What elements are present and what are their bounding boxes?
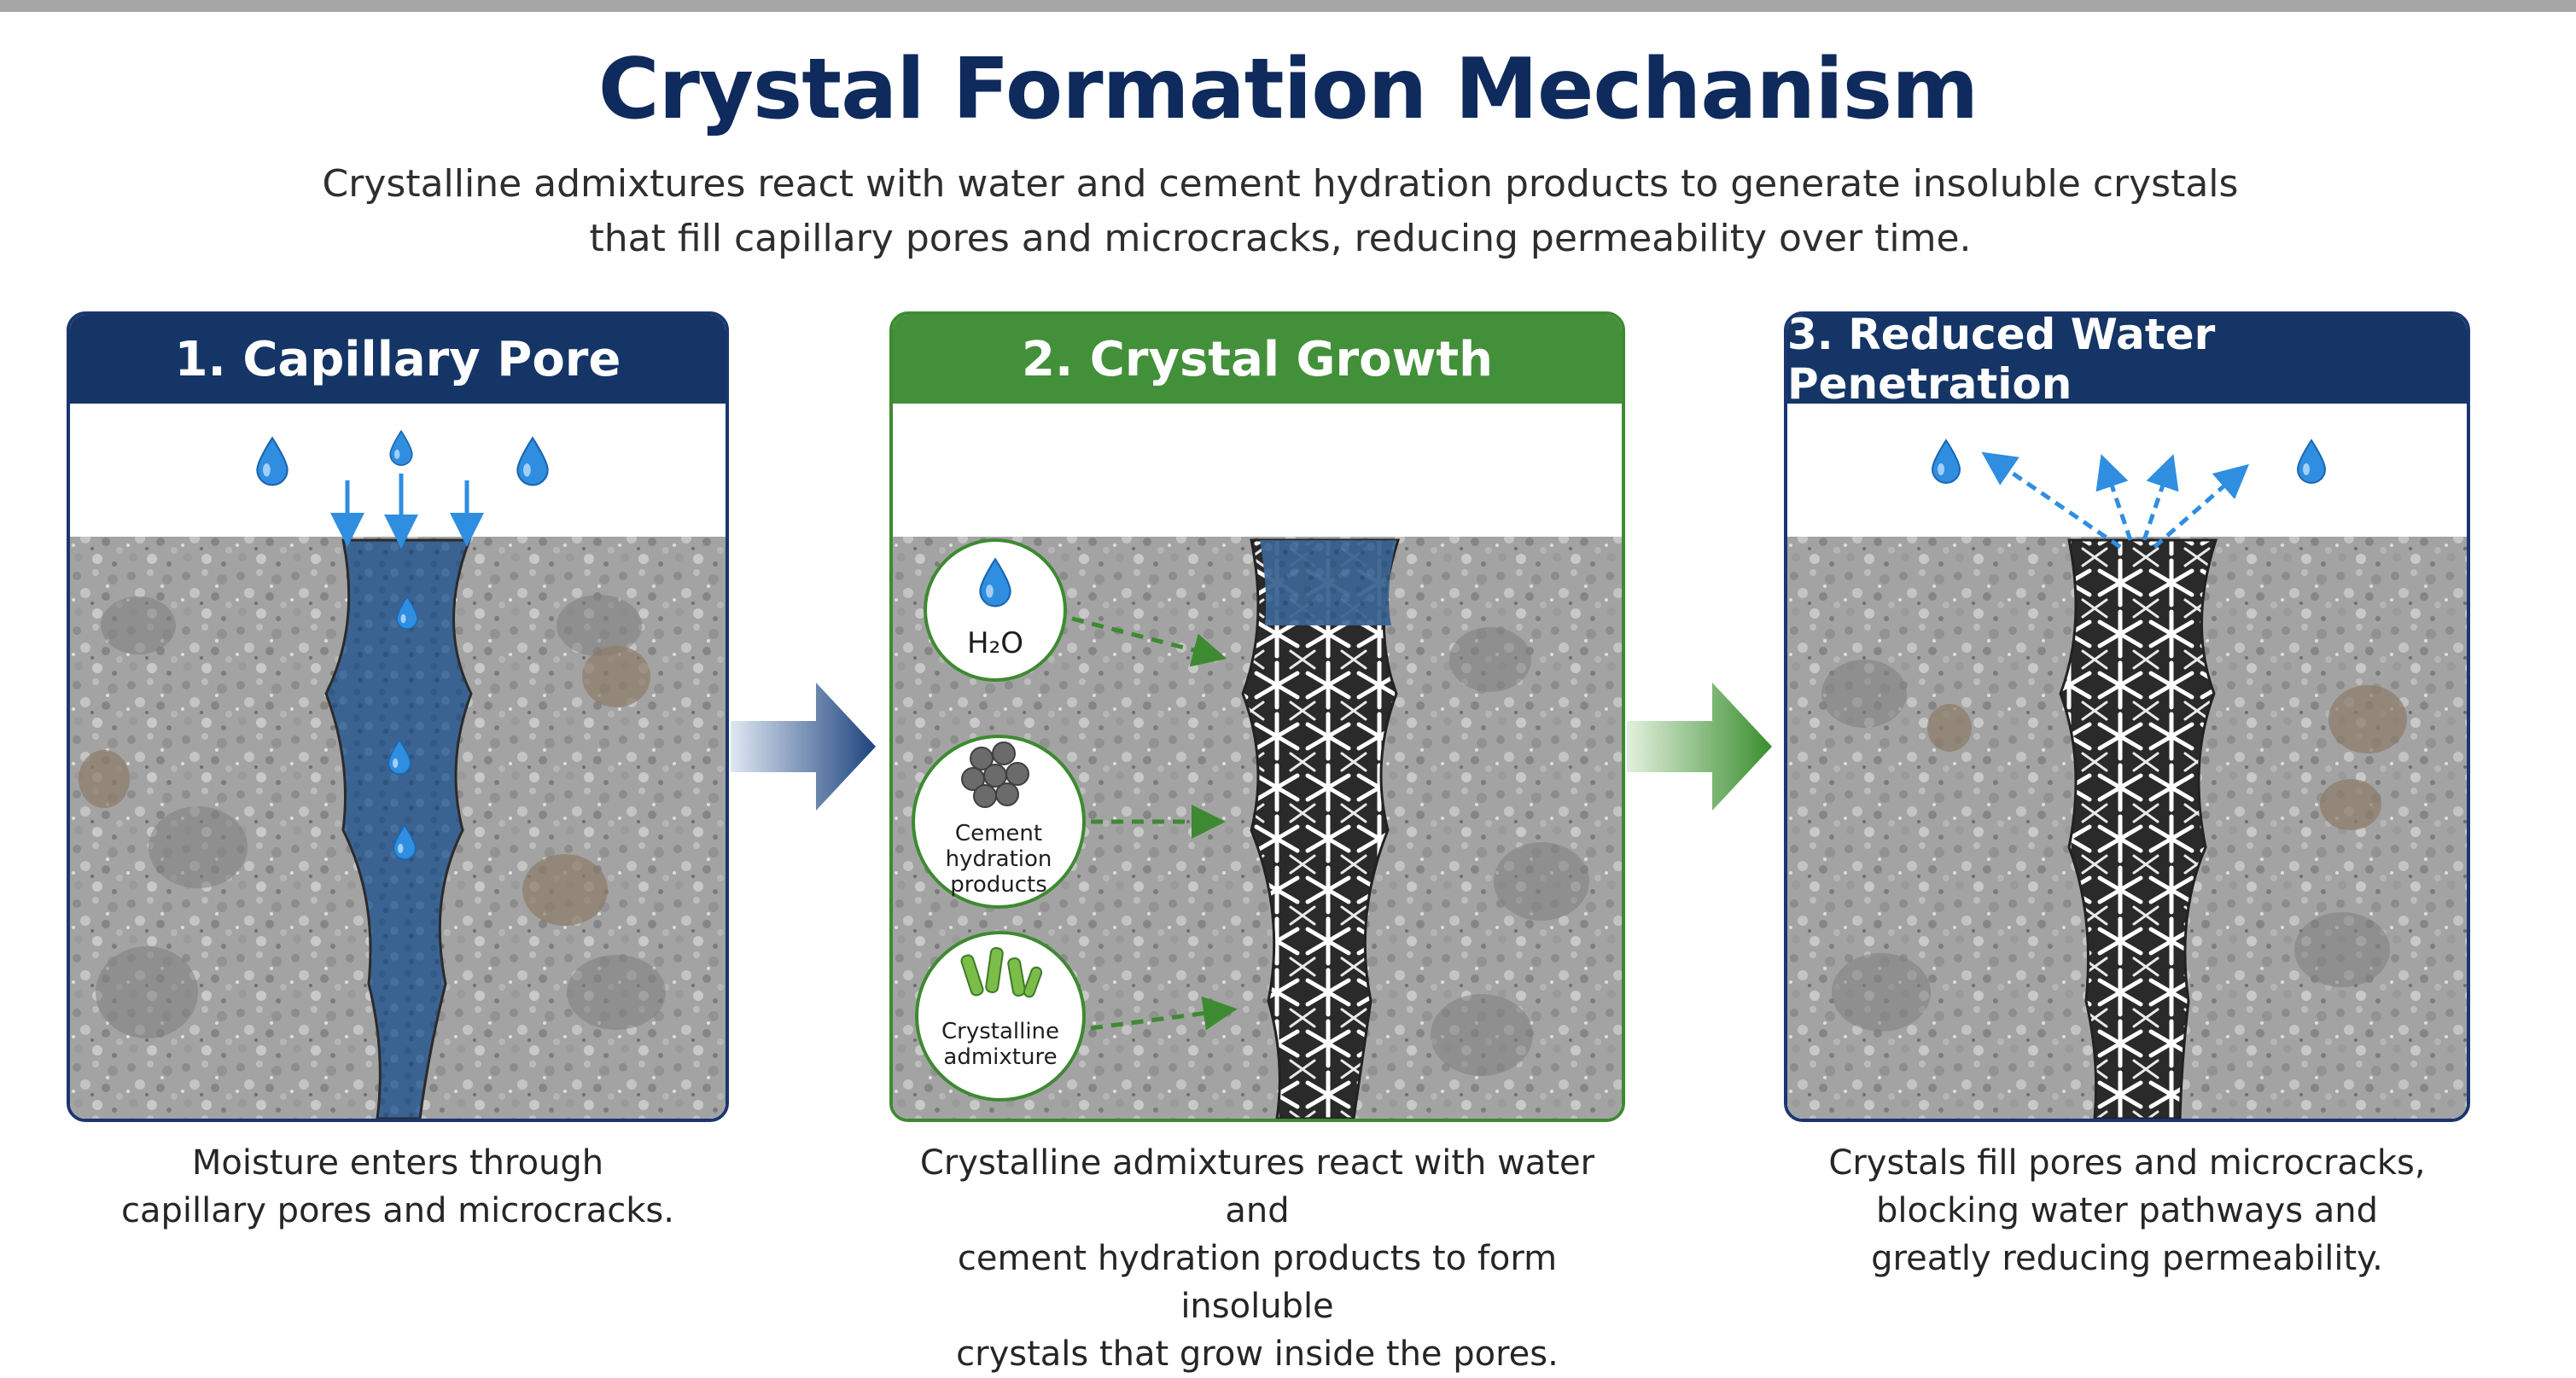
crystal-rods-icon (960, 947, 1043, 998)
reduced-penetration-illustration (1787, 404, 2467, 1119)
panel-1-title: 1. Capillary Pore (70, 315, 726, 404)
capillary-pore (324, 538, 473, 1119)
deflected-water-arrows (1981, 451, 2250, 549)
top-border-bar (0, 0, 2576, 12)
panel-3-caption-line-1: Crystals fill pores and microcracks, (1828, 1143, 2426, 1183)
input-cement-label-3: products (950, 872, 1047, 898)
particle-cluster-icon (961, 741, 1029, 808)
panel-3-caption-line-2: blocking water pathways and (1875, 1191, 2379, 1230)
panel-capillary-pore: 1. Capillary Pore (67, 311, 729, 1122)
flow-arrow-2 (1627, 683, 1772, 811)
input-water: H₂O (924, 538, 1067, 682)
input-cement-hydration-products: Cement hydration products (912, 735, 1086, 909)
panel-2-caption-line-1: Crystalline admixtures react with water … (919, 1143, 1595, 1230)
input-admixture-label-1: Crystalline (941, 1019, 1059, 1044)
input-crystalline-admixture: Crystalline admixture (915, 931, 1086, 1102)
panel-1-caption: Moisture enters through capillary pores … (67, 1139, 729, 1235)
panel-2-caption-line-3: crystals that grow inside the pores. (956, 1334, 1559, 1374)
subtitle-line-1: Crystalline admixtures react with water … (322, 162, 2239, 206)
panel-1-caption-line-1: Moisture enters through (191, 1143, 604, 1183)
input-cement-label-1: Cement (955, 821, 1042, 846)
input-water-label: H₂O (967, 626, 1023, 660)
page-title: Crystal Formation Mechanism (597, 41, 1979, 138)
capillary-pore-illustration (70, 404, 726, 1119)
page-subtitle: Crystalline admixtures react with water … (256, 157, 2305, 266)
panel-reduced-water-penetration: 3. Reduced Water Penetration (1784, 311, 2470, 1122)
input-cement-label-2: hydration (946, 846, 1052, 872)
reaction-arrows (1071, 616, 1238, 1031)
panel-3-caption-line-3: greatly reducing permeability. (1871, 1239, 2383, 1278)
panel-2-caption-line-2: cement hydration products to form insolu… (957, 1239, 1558, 1326)
crystal-sealed-pore (2059, 538, 2218, 1119)
panel-3-caption: Crystals fill pores and microcracks, blo… (1784, 1139, 2470, 1282)
water-inflow-arrows (330, 474, 484, 549)
crystal-growth-illustration: H₂O Cement hydration products Crystallin… (893, 404, 1622, 1119)
panel-2-caption: Crystalline admixtures react with water … (889, 1139, 1625, 1378)
crystal-filled-pore (1241, 538, 1401, 1119)
panel-2-title: 2. Crystal Growth (893, 315, 1622, 404)
panel-3-title: 3. Reduced Water Penetration (1787, 315, 2467, 409)
panel-crystal-growth: 2. Crystal Growth H₂O Cement hydrati (889, 311, 1625, 1122)
flow-arrow-1 (731, 683, 876, 811)
subtitle-line-2: that fill capillary pores and microcrack… (589, 217, 1972, 260)
panel-1-caption-line-2: capillary pores and microcracks. (121, 1191, 674, 1230)
input-admixture-label-2: admixture (943, 1044, 1057, 1070)
